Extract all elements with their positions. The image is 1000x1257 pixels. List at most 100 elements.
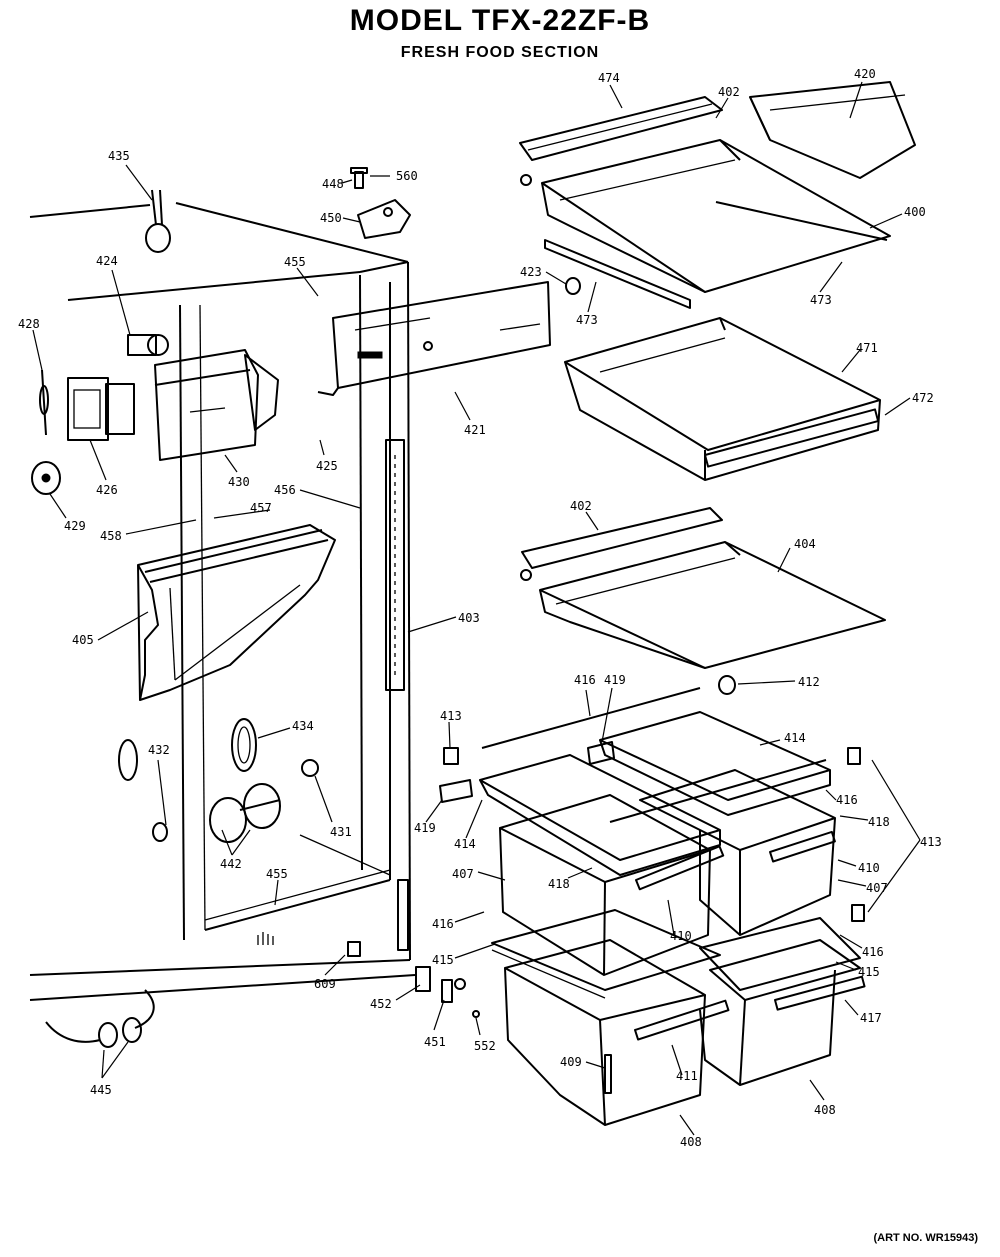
callout-405: 405 — [72, 633, 94, 647]
bulb-428 — [39, 369, 49, 436]
callout-414-right: 414 — [784, 731, 806, 745]
hinge-parts-451 — [415, 966, 480, 1018]
callout-458: 458 — [100, 529, 122, 543]
rod-416-top — [481, 687, 701, 749]
callout-455-bottom: 455 — [266, 867, 288, 881]
callout-434: 434 — [292, 719, 314, 733]
callout-410-left: 410 — [670, 929, 692, 943]
callout-432: 432 — [148, 743, 170, 757]
shelf-support-412 — [718, 675, 736, 695]
shelf-404 — [539, 541, 886, 669]
bracket-419 — [439, 779, 473, 803]
callout-labels: 435 424 428 426 429 430 448 560 450 455 … — [18, 67, 942, 1149]
leader-lines — [32, 81, 921, 1136]
callout-424: 424 — [96, 254, 118, 268]
callout-419-left: 419 — [414, 821, 436, 835]
diagram-title: MODEL TFX-22ZF-B — [349, 4, 651, 37]
callout-413-right: 413 — [920, 835, 942, 849]
callout-419-top: 419 — [604, 673, 626, 687]
callout-407-right: 407 — [866, 881, 888, 895]
fan-429 — [31, 461, 61, 495]
callout-452: 452 — [370, 997, 392, 1011]
pan-420 — [749, 81, 916, 179]
rod-416-mid — [609, 759, 827, 823]
callout-411: 411 — [676, 1069, 698, 1083]
callout-408-right: 408 — [814, 1103, 836, 1117]
crisper-drawer-407-right — [639, 769, 836, 936]
callout-416-top: 416 — [574, 673, 596, 687]
light-shield-432 — [118, 739, 168, 842]
power-cord-445 — [45, 989, 155, 1048]
knob-434 — [231, 718, 257, 772]
clip-609 — [347, 941, 361, 957]
callout-416-left: 416 — [432, 917, 454, 931]
shelf-400 — [541, 139, 891, 293]
callout-421: 421 — [464, 423, 486, 437]
callout-560: 560 — [396, 169, 418, 183]
callout-457: 457 — [250, 501, 272, 515]
callout-400: 400 — [904, 205, 926, 219]
callout-609: 609 — [314, 977, 336, 991]
callout-415-right: 415 — [858, 965, 880, 979]
callout-423: 423 — [520, 265, 542, 279]
callout-409: 409 — [560, 1055, 582, 1069]
clip-413 — [443, 747, 865, 922]
shelf-trim-473 — [544, 239, 691, 309]
callout-407-left: 407 — [452, 867, 474, 881]
damper-442 — [209, 783, 281, 843]
bracket-419b — [587, 741, 615, 765]
drawer-471 — [564, 317, 881, 481]
crisper-cover-414-right — [599, 711, 831, 816]
callout-471: 471 — [856, 341, 878, 355]
callout-473-left: 473 — [576, 313, 598, 327]
cabinet-liner — [29, 202, 416, 1001]
shelf-ladder-403 — [385, 439, 409, 951]
pan-408-right — [699, 939, 866, 1086]
callout-412: 412 — [798, 675, 820, 689]
callout-442: 442 — [220, 857, 242, 871]
shelf-rail-474 — [519, 96, 723, 186]
callout-456: 456 — [274, 483, 296, 497]
callout-429: 429 — [64, 519, 86, 533]
meat-pan-405 — [137, 524, 336, 701]
control-panel-421 — [317, 281, 551, 396]
callout-416-mid: 416 — [836, 793, 858, 807]
callout-431: 431 — [330, 825, 352, 839]
callout-425: 425 — [316, 459, 338, 473]
callout-403: 403 — [458, 611, 480, 625]
callout-413-left: 413 — [440, 709, 462, 723]
callout-426: 426 — [96, 483, 118, 497]
callout-430: 430 — [228, 475, 250, 489]
callout-418-left: 418 — [548, 877, 570, 891]
callout-450: 450 — [320, 211, 342, 225]
callout-472: 472 — [912, 391, 934, 405]
callout-415-left: 415 — [432, 953, 454, 967]
callout-445: 445 — [90, 1083, 112, 1097]
callout-414-left: 414 — [454, 837, 476, 851]
callout-473-right: 473 — [810, 293, 832, 307]
switch-424 — [127, 334, 169, 356]
callout-474: 474 — [598, 71, 620, 85]
callout-416-right: 416 — [862, 945, 884, 959]
callout-402-top: 402 — [718, 85, 740, 99]
callout-404: 404 — [794, 537, 816, 551]
pan-408-left — [504, 939, 730, 1126]
callout-410-right: 410 — [858, 861, 880, 875]
light-socket-426 — [67, 377, 135, 441]
diagram-subtitle: FRESH FOOD SECTION — [400, 44, 600, 61]
callout-428: 428 — [18, 317, 40, 331]
knob-431 — [301, 759, 319, 777]
hinge-450 — [350, 167, 411, 239]
callout-448: 448 — [322, 177, 344, 191]
art-number: (ART NO. WR15943) — [873, 1232, 978, 1244]
callout-552: 552 — [474, 1039, 496, 1053]
pan-frame-415 — [491, 909, 861, 999]
callout-451: 451 — [424, 1035, 446, 1049]
shelf-rail-402 — [520, 507, 723, 581]
callout-435: 435 — [108, 149, 130, 163]
thermostat-housing-430 — [154, 349, 279, 461]
callout-418-right: 418 — [868, 815, 890, 829]
callout-455-top: 455 — [284, 255, 306, 269]
callout-408-left: 408 — [680, 1135, 702, 1149]
